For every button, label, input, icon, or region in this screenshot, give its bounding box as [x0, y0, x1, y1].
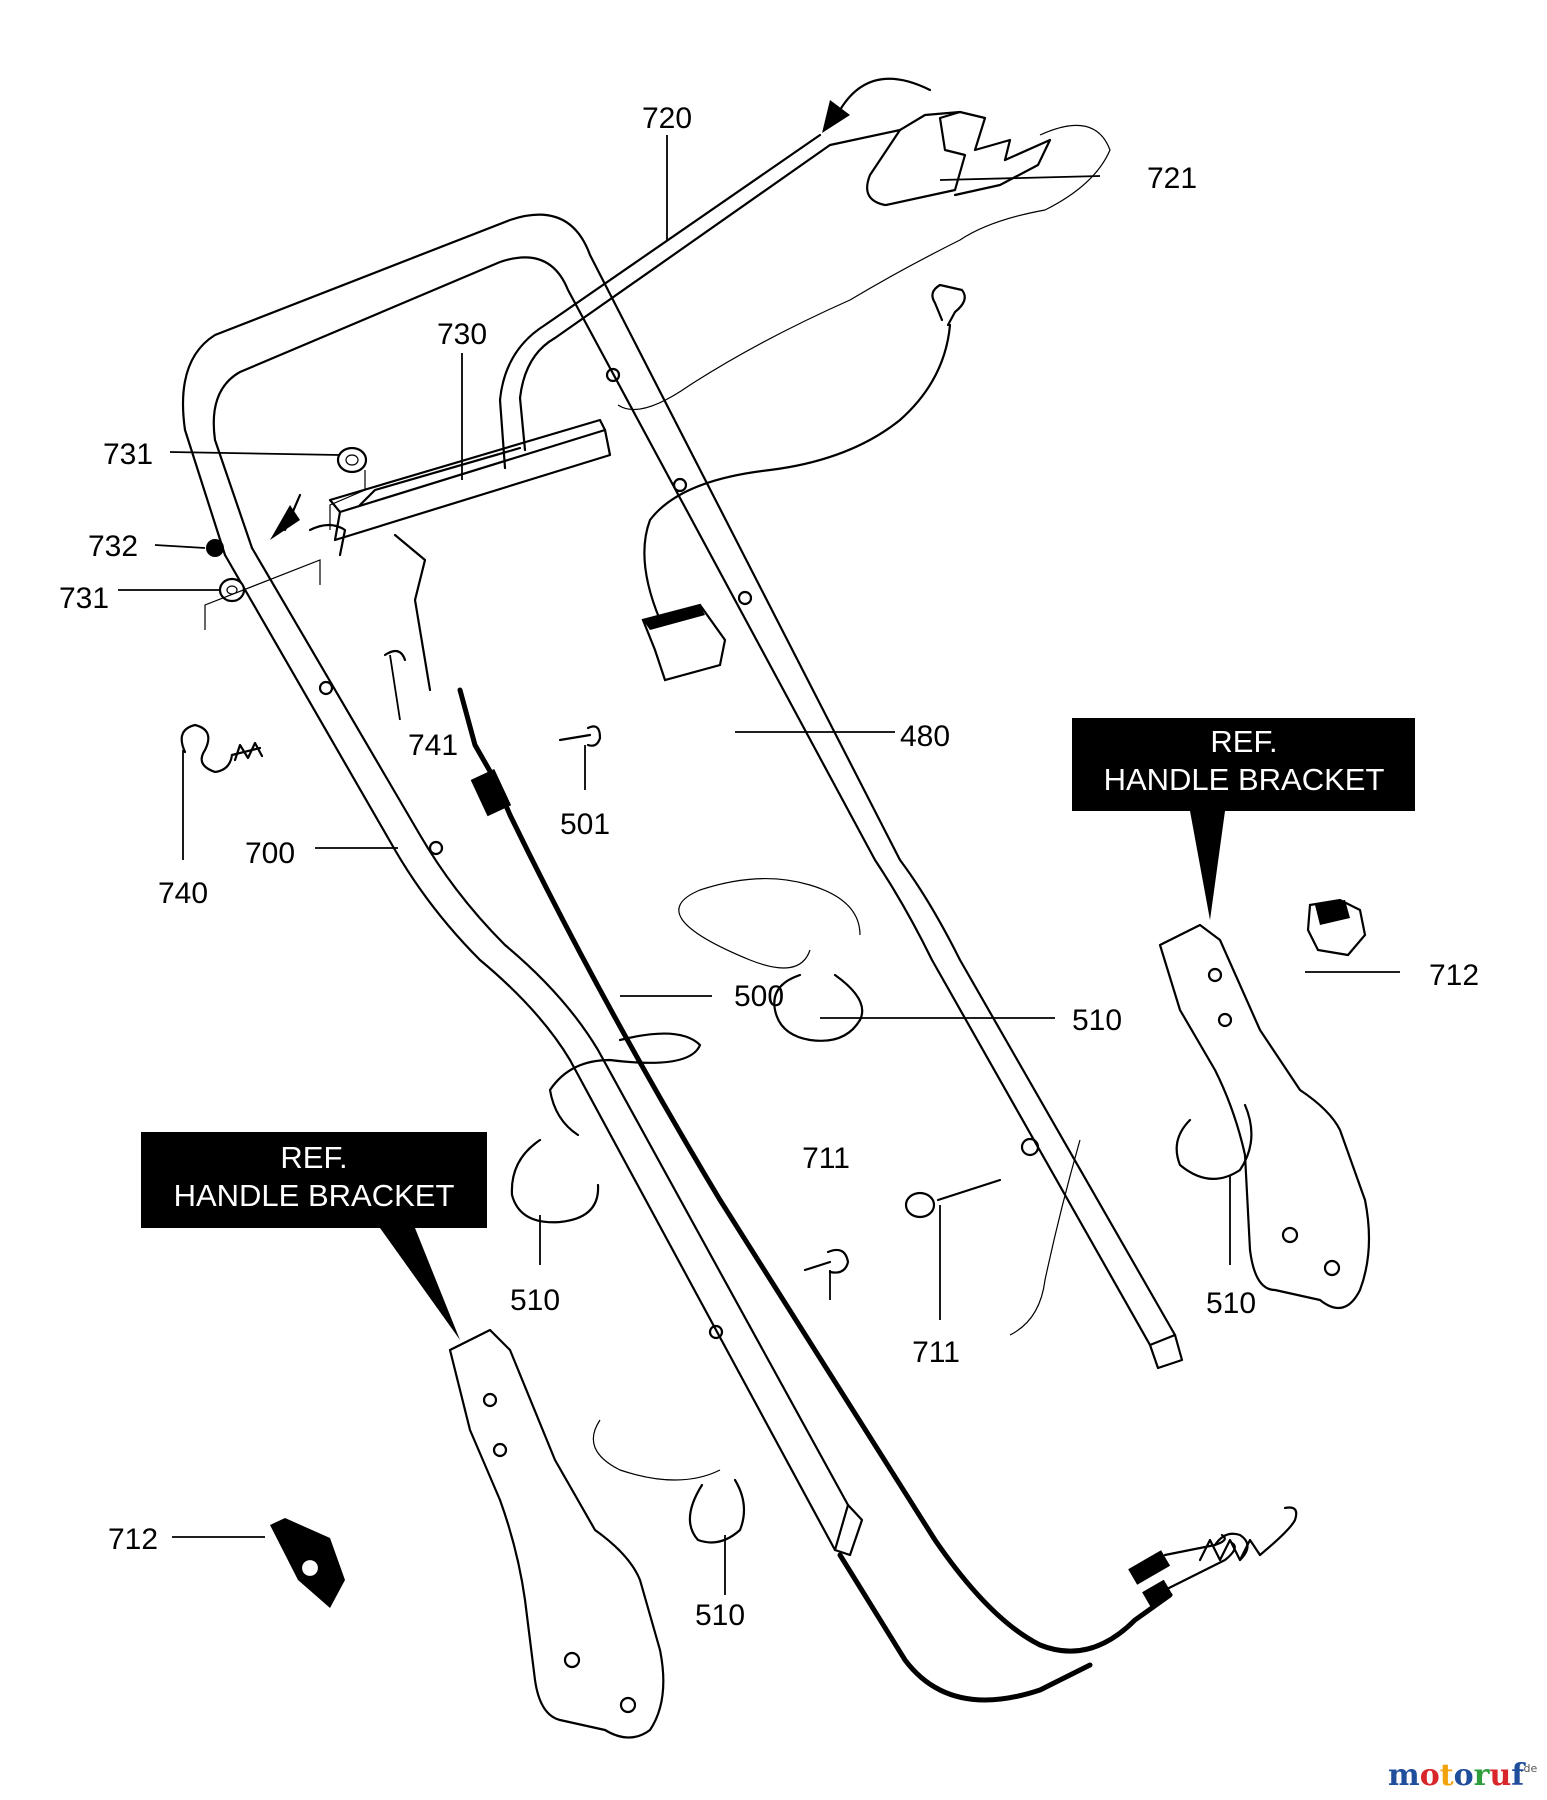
part-labels: 720 721 730 731 732 731 741 740 700 501 …: [59, 102, 1479, 1632]
watermark-logo: motoruf .de: [1388, 1758, 1537, 1793]
label-741: 741: [408, 729, 458, 762]
label-501: 501: [560, 808, 610, 841]
wm-suffix: .de: [1520, 1762, 1537, 1775]
wm-letter-4: r: [1474, 1758, 1491, 1793]
label-712-right: 712: [1429, 959, 1479, 992]
ref-right-line1: REF.: [1210, 724, 1277, 759]
wm-letter-6: f: [1511, 1758, 1526, 1793]
label-500: 500: [734, 980, 784, 1013]
leader-lines: [118, 135, 1400, 1595]
wm-letter-1: o: [1420, 1758, 1440, 1793]
label-510-bottom: 510: [695, 1599, 745, 1632]
label-731-upper: 731: [103, 438, 153, 471]
ref-left-line2: HANDLE BRACKET: [174, 1178, 455, 1213]
control-cable-500: [393, 533, 1298, 1703]
cable-ties-510: [510, 877, 1253, 1544]
left-handle-bracket: [270, 1328, 665, 1739]
ref-right-line2: HANDLE BRACKET: [1104, 762, 1385, 797]
label-740: 740: [158, 877, 208, 910]
label-731-lower: 731: [59, 582, 109, 615]
ref-box-left: REF. HANDLE BRACKET: [141, 1132, 487, 1340]
fasteners: [180, 649, 1002, 1274]
wm-letter-5: u: [1489, 1758, 1511, 1793]
upper-handle: [181, 213, 1184, 1557]
wm-letter-0: m: [1388, 1758, 1420, 1793]
wm-letter-2: t: [1440, 1758, 1454, 1793]
label-480: 480: [900, 720, 950, 753]
wire-harness-480: [641, 283, 966, 682]
right-handle-bracket: [1158, 898, 1371, 1310]
ref-box-right: REF. HANDLE BRACKET: [1072, 718, 1415, 920]
label-712-left: 712: [108, 1523, 158, 1556]
svg-text:motoruf: motoruf: [1388, 1758, 1526, 1793]
control-bail-720: [328, 77, 1111, 542]
ref-left-line1: REF.: [280, 1140, 347, 1175]
label-510-right-upper: 510: [1072, 1004, 1122, 1037]
label-700: 700: [245, 837, 295, 870]
label-711-lower: 711: [912, 1336, 960, 1369]
label-720: 720: [642, 102, 692, 135]
bail-pivot-hardware: [204, 446, 368, 630]
label-711-upper: 711: [802, 1142, 850, 1175]
label-732: 732: [88, 530, 138, 563]
label-721: 721: [1147, 162, 1197, 195]
label-730: 730: [437, 318, 487, 351]
label-510-right-lower: 510: [1206, 1287, 1256, 1320]
wm-letter-3: o: [1454, 1758, 1474, 1793]
label-510-left: 510: [510, 1284, 560, 1317]
